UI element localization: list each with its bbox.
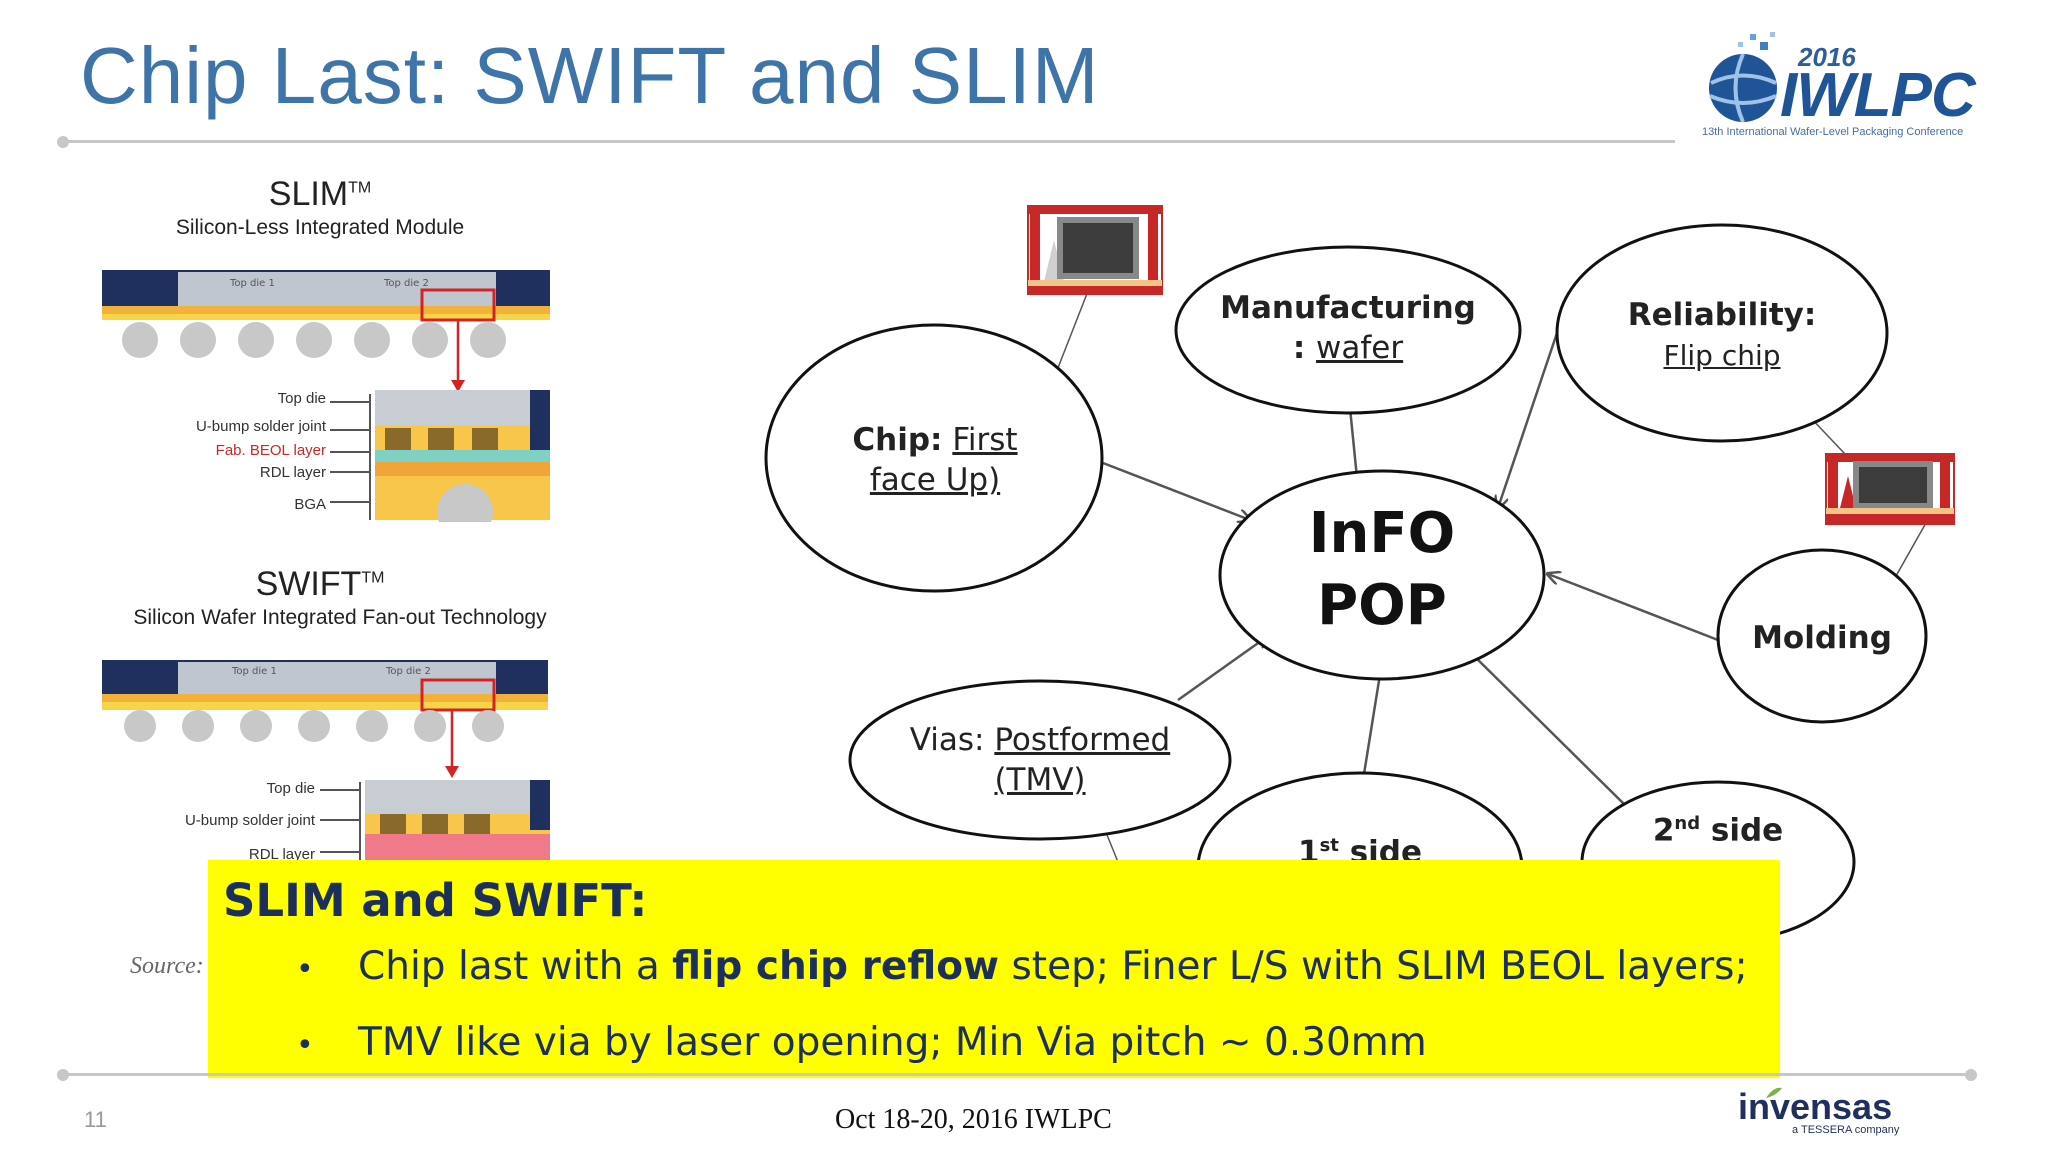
slim-title: SLIMTM <box>100 175 540 214</box>
reliability-value: Flip chip <box>1663 339 1781 372</box>
slim-title-text: SLIM <box>268 175 349 213</box>
chip-label: Chip: <box>852 422 943 458</box>
reliability-bubble-text: Reliability: Flip chip <box>1582 295 1862 376</box>
molding-bubble <box>1716 548 1928 724</box>
manufacturing-prefix: : <box>1292 330 1317 366</box>
manufacturing-label: Manufacturing <box>1220 290 1476 326</box>
arrow-vias-to-center <box>1177 636 1268 702</box>
info-pop-line2: POP <box>1317 573 1447 638</box>
chip-value-2: face Up) <box>869 462 1001 498</box>
slim-label-top-die: Top die <box>277 390 326 407</box>
vias-value-1: Postformed <box>994 722 1171 758</box>
bullet-char-2: • <box>296 1028 314 1063</box>
slim-label-beol: Fab. BEOL layer <box>215 442 326 459</box>
second-side-text: side <box>1700 812 1784 849</box>
slim-label-bga: BGA <box>294 496 326 513</box>
vias-label: Vias: <box>909 722 985 758</box>
slim-package-diagram <box>102 270 550 522</box>
callout-box: SLIM and SWIFT: • Chip last with a flip c… <box>208 860 1780 1078</box>
swift-die1: Top die 1 <box>232 666 277 677</box>
reliability-bubble <box>1555 223 1889 443</box>
bottom-rule <box>63 1073 1965 1076</box>
bullet-2-text: TMV like via by laser opening; Min Via p… <box>358 1020 1427 1065</box>
arrow-first-side-to-center <box>1362 662 1382 775</box>
arrow-second-side-to-center <box>1466 648 1627 807</box>
slim-label-ubump: U-bump solder joint <box>195 418 326 435</box>
swift-title: SWIFTTM <box>100 565 540 604</box>
slim-tm: TM <box>348 179 372 197</box>
page-number: 11 <box>84 1107 107 1132</box>
swift-die2: Top die 2 <box>386 666 431 677</box>
arrow-molding-to-center <box>1548 574 1719 642</box>
bullet-char-1: • <box>296 952 314 987</box>
vias-bubble <box>848 679 1232 841</box>
info-pop-center <box>1218 469 1546 681</box>
logo-year: 2016 <box>1798 42 1856 72</box>
info-pop-line1: InFO <box>1308 501 1456 566</box>
chip-value-1: First <box>952 422 1018 458</box>
arrow-chip-to-center <box>1102 461 1250 520</box>
info-pop-text: InFO POP <box>1240 498 1524 642</box>
arrow-rel-to-center <box>1498 329 1560 508</box>
swift-title-text: SWIFT <box>255 565 362 603</box>
chip-bubble <box>764 323 1104 593</box>
invensas-logo: invensas a TESSERA company <box>1738 1086 1918 1146</box>
second-side-sup: nd <box>1674 813 1701 834</box>
invensas-tagline: a TESSERA company <box>1792 1124 1900 1136</box>
vias-value-2: (TMV) <box>994 762 1086 798</box>
logo-subtitle: 13th International Wafer-Level Packaging… <box>1702 126 1964 138</box>
swift-label-rdl: RDL layer <box>248 846 315 863</box>
iwlpc-logo: 2016 IWLPC 13th International Wafer-Leve… <box>1698 14 2028 144</box>
globe-icon <box>1709 32 1777 123</box>
molding-bubble-text: Molding <box>1752 620 1892 656</box>
callout-bullet-2: • TMV like via by laser opening; Min Via … <box>296 1020 1427 1065</box>
invensas-name-b: vensas <box>1770 1086 1893 1127</box>
first-side-sup: st <box>1319 835 1339 856</box>
slide-title: Chip Last: SWIFT and SLIM <box>80 31 1100 120</box>
swift-label-top-die: Top die <box>266 780 315 797</box>
manufacturing-value: wafer <box>1316 330 1404 366</box>
swift-tm: TM <box>361 569 385 587</box>
callout-title: SLIM and SWIFT: <box>223 874 648 927</box>
second-side-bubble-text: 2nd side <box>1608 804 1828 850</box>
bullet-1-post: step; Finer L/S with SLIM BEOL layers; <box>999 944 1748 989</box>
footer-date: Oct 18-20, 2016 IWLPC <box>835 1104 1112 1135</box>
chip-bubble-text: Chip: First face Up) <box>800 420 1070 500</box>
leaf-icon <box>1766 1087 1782 1098</box>
swift-label-ubump: U-bump solder joint <box>184 812 315 829</box>
swift-subtitle: Silicon Wafer Integrated Fan-out Technol… <box>133 606 547 629</box>
flip-chip-thumb-1 <box>1027 205 1163 295</box>
bullet-1-bold: flip chip reflow <box>672 944 1000 989</box>
source-label: Source: <box>130 953 204 979</box>
second-side-num: 2 <box>1652 812 1675 849</box>
invensas-name-a: in <box>1738 1086 1770 1127</box>
manufacturing-bubble-text: Manufacturing : wafer <box>1198 288 1498 368</box>
swift-package-diagram <box>102 660 550 862</box>
slim-die2: Top die 2 <box>384 278 429 289</box>
top-rule <box>63 140 1675 143</box>
slim-die1: Top die 1 <box>230 278 275 289</box>
manufacturing-bubble <box>1174 245 1522 415</box>
bullet-1-pre: Chip last with a <box>358 944 673 989</box>
reliability-label: Reliability: <box>1627 297 1817 333</box>
logo-name: IWLPC <box>1780 61 1976 130</box>
slim-subtitle: Silicon-Less Integrated Module <box>175 216 465 239</box>
callout-bullet-1: • Chip last with a flip chip reflow step;… <box>296 944 1748 989</box>
flip-chip-thumb-2 <box>1825 453 1955 525</box>
vias-bubble-text: Vias: Postformed (TMV) <box>870 720 1210 800</box>
slim-label-rdl: RDL layer <box>259 464 326 481</box>
bottom-rule-right-dot <box>1965 1069 1977 1081</box>
